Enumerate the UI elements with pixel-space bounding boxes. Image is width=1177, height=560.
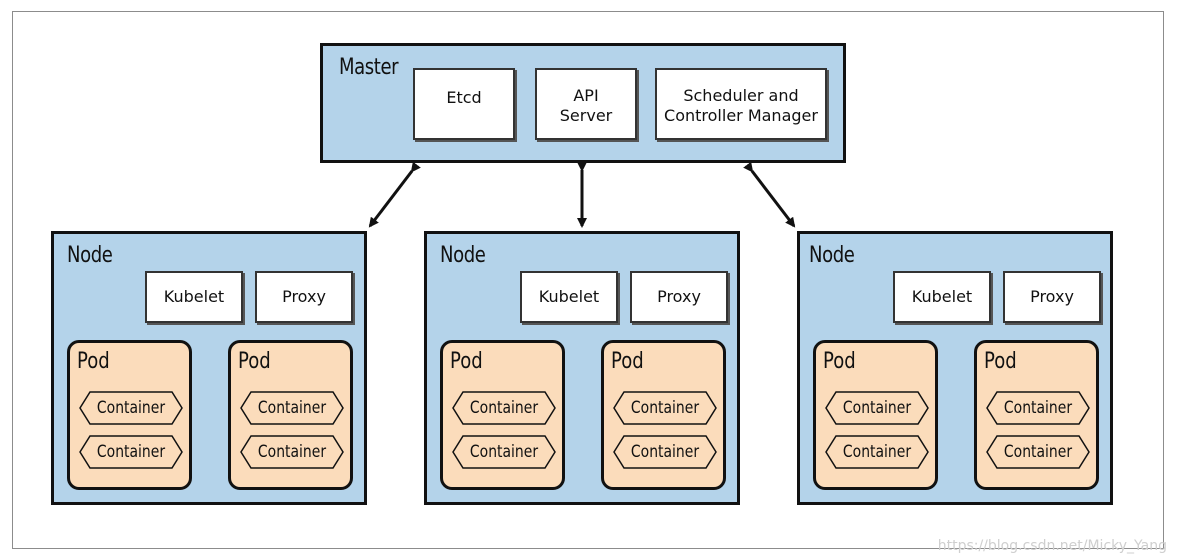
arrow-master-node-left bbox=[368, 161, 421, 228]
container-shape bbox=[986, 435, 1090, 469]
container-tag: Container bbox=[79, 435, 183, 469]
container-shape bbox=[79, 391, 183, 425]
api-server-label-line1: API bbox=[573, 86, 599, 105]
container-tag: Container bbox=[79, 391, 183, 425]
master-box: Master Etcd API Server Scheduler and Con… bbox=[320, 43, 846, 163]
pod: Pod Container Container bbox=[813, 340, 938, 490]
container-label: Container bbox=[96, 442, 166, 462]
scheduler-label-line2: Controller Manager bbox=[664, 106, 818, 125]
watermark-text: https://blog.csdn.net/Micky_Yang bbox=[937, 538, 1167, 554]
etcd-label: Etcd bbox=[446, 88, 482, 107]
pod-title: Pod bbox=[450, 349, 483, 374]
scheduler-controller-box: Scheduler and Controller Manager bbox=[655, 68, 827, 140]
pod: Pod Container Container bbox=[974, 340, 1099, 490]
container-label: Container bbox=[1003, 442, 1073, 462]
container-tag: Container bbox=[825, 435, 929, 469]
scheduler-label-line1: Scheduler and bbox=[683, 86, 799, 105]
container-label: Container bbox=[842, 442, 912, 462]
container-label: Container bbox=[469, 442, 539, 462]
container-shape bbox=[79, 435, 183, 469]
container-shape bbox=[452, 435, 556, 469]
proxy-box: Proxy bbox=[630, 271, 728, 323]
kubelet-box: Kubelet bbox=[520, 271, 618, 323]
pod-title: Pod bbox=[823, 349, 856, 374]
node-title: Node bbox=[440, 243, 486, 268]
container-tag: Container bbox=[452, 435, 556, 469]
node-box: Node Kubelet Proxy Pod Container Contain… bbox=[51, 231, 367, 505]
kubelet-label: Kubelet bbox=[538, 287, 600, 306]
container-shape bbox=[452, 391, 556, 425]
kubelet-label: Kubelet bbox=[163, 287, 225, 306]
container-label: Container bbox=[257, 442, 327, 462]
proxy-box: Proxy bbox=[1003, 271, 1101, 323]
container-label: Container bbox=[842, 398, 912, 418]
pod: Pod Container Container bbox=[228, 340, 353, 490]
kubelet-box: Kubelet bbox=[893, 271, 991, 323]
api-server-box: API Server bbox=[535, 68, 637, 140]
api-server-label-line2: Server bbox=[559, 106, 613, 125]
kubelet-box: Kubelet bbox=[145, 271, 243, 323]
etcd-box: Etcd bbox=[413, 68, 515, 140]
diagram-frame bbox=[12, 11, 1164, 549]
container-label: Container bbox=[1003, 398, 1073, 418]
master-title: Master bbox=[339, 55, 399, 80]
node-box: Node Kubelet Proxy Pod Container Contain… bbox=[424, 231, 740, 505]
container-shape bbox=[240, 435, 344, 469]
container-shape bbox=[613, 435, 717, 469]
pod: Pod Container Container bbox=[440, 340, 565, 490]
container-tag: Container bbox=[452, 391, 556, 425]
container-label: Container bbox=[469, 398, 539, 418]
proxy-label: Proxy bbox=[282, 287, 326, 306]
proxy-label: Proxy bbox=[657, 287, 701, 306]
pod: Pod Container Container bbox=[601, 340, 726, 490]
container-label: Container bbox=[96, 398, 166, 418]
node-title: Node bbox=[809, 243, 855, 268]
node-box: Node Kubelet Proxy Pod Container Contain… bbox=[797, 231, 1113, 505]
container-label: Container bbox=[630, 442, 700, 462]
kubelet-label: Kubelet bbox=[911, 287, 973, 306]
container-shape bbox=[240, 391, 344, 425]
container-shape bbox=[825, 435, 929, 469]
container-tag: Container bbox=[613, 435, 717, 469]
container-label: Container bbox=[257, 398, 327, 418]
container-shape bbox=[986, 391, 1090, 425]
pod-title: Pod bbox=[77, 349, 110, 374]
container-shape bbox=[613, 391, 717, 425]
pod: Pod Container Container bbox=[67, 340, 192, 490]
node-title: Node bbox=[67, 243, 113, 268]
container-tag: Container bbox=[986, 435, 1090, 469]
container-tag: Container bbox=[825, 391, 929, 425]
arrow-master-node-right bbox=[743, 161, 796, 228]
proxy-box: Proxy bbox=[255, 271, 353, 323]
container-label: Container bbox=[630, 398, 700, 418]
pod-title: Pod bbox=[984, 349, 1017, 374]
pod-title: Pod bbox=[238, 349, 271, 374]
pod-title: Pod bbox=[611, 349, 644, 374]
container-tag: Container bbox=[986, 391, 1090, 425]
proxy-label: Proxy bbox=[1030, 287, 1074, 306]
container-tag: Container bbox=[613, 391, 717, 425]
container-tag: Container bbox=[240, 391, 344, 425]
container-tag: Container bbox=[240, 435, 344, 469]
container-shape bbox=[825, 391, 929, 425]
